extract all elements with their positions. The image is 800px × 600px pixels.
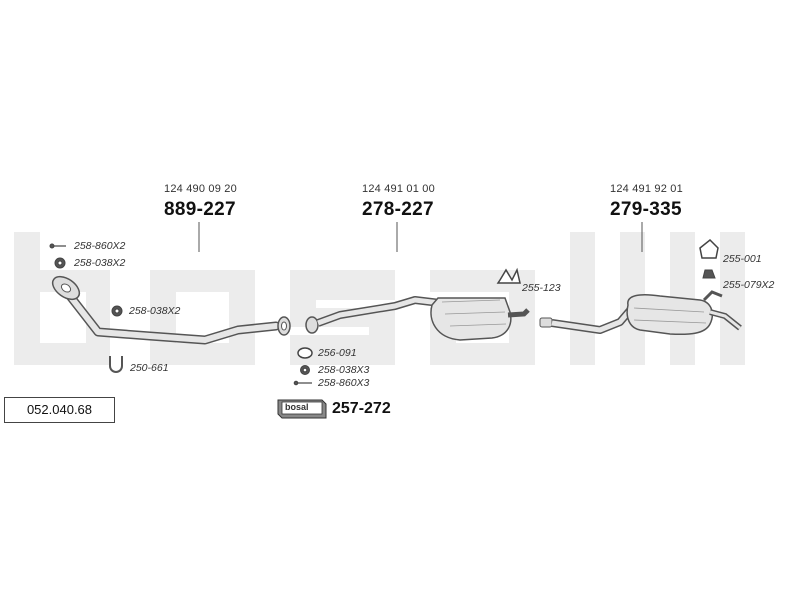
leader-lines [198,222,643,252]
oe-number-279-335: 124 491 92 01 [610,183,683,195]
oe-number-889-227: 124 490 09 20 [164,183,237,195]
accessory-label[interactable]: 255-123 [522,282,561,294]
part-number-278-227[interactable]: 278-227 [362,199,434,220]
accessory-label[interactable]: 250-661 [130,362,169,374]
rubber-mount-icon [496,267,521,284]
accessory-icons [49,238,719,386]
u-clamp-icon [109,356,123,373]
centre-silencer-part[interactable] [305,296,530,341]
accessory-label[interactable]: 258-038X2 [129,305,181,317]
front-pipe-part[interactable] [49,272,291,345]
rubber-mount-icon [699,238,719,259]
gasket-icon [297,347,313,359]
accessory-label[interactable]: 258-038X3 [318,364,370,376]
accessory-label[interactable]: 258-860X3 [318,377,370,389]
part-number-279-335[interactable]: 279-335 [610,199,682,220]
bolt-head-icon [49,243,55,249]
part-number-889-227[interactable]: 889-227 [164,199,236,220]
kit-number[interactable]: 257-272 [332,400,391,417]
accessory-label[interactable]: 258-860X2 [74,240,126,252]
rear-silencer-part[interactable] [539,290,742,336]
accessory-label[interactable]: 256-091 [318,347,357,359]
kit-badge-label: bosal [285,402,309,412]
kit-badge [277,399,327,419]
accessory-label[interactable]: 258-038X2 [74,257,126,269]
rubber-ring-icon [702,269,716,279]
oe-number-278-227: 124 491 01 00 [362,183,435,195]
reference-code-box: 052.040.68 [4,397,115,423]
accessory-label[interactable]: 255-001 [723,253,762,265]
accessory-label[interactable]: 255-079X2 [723,279,775,291]
